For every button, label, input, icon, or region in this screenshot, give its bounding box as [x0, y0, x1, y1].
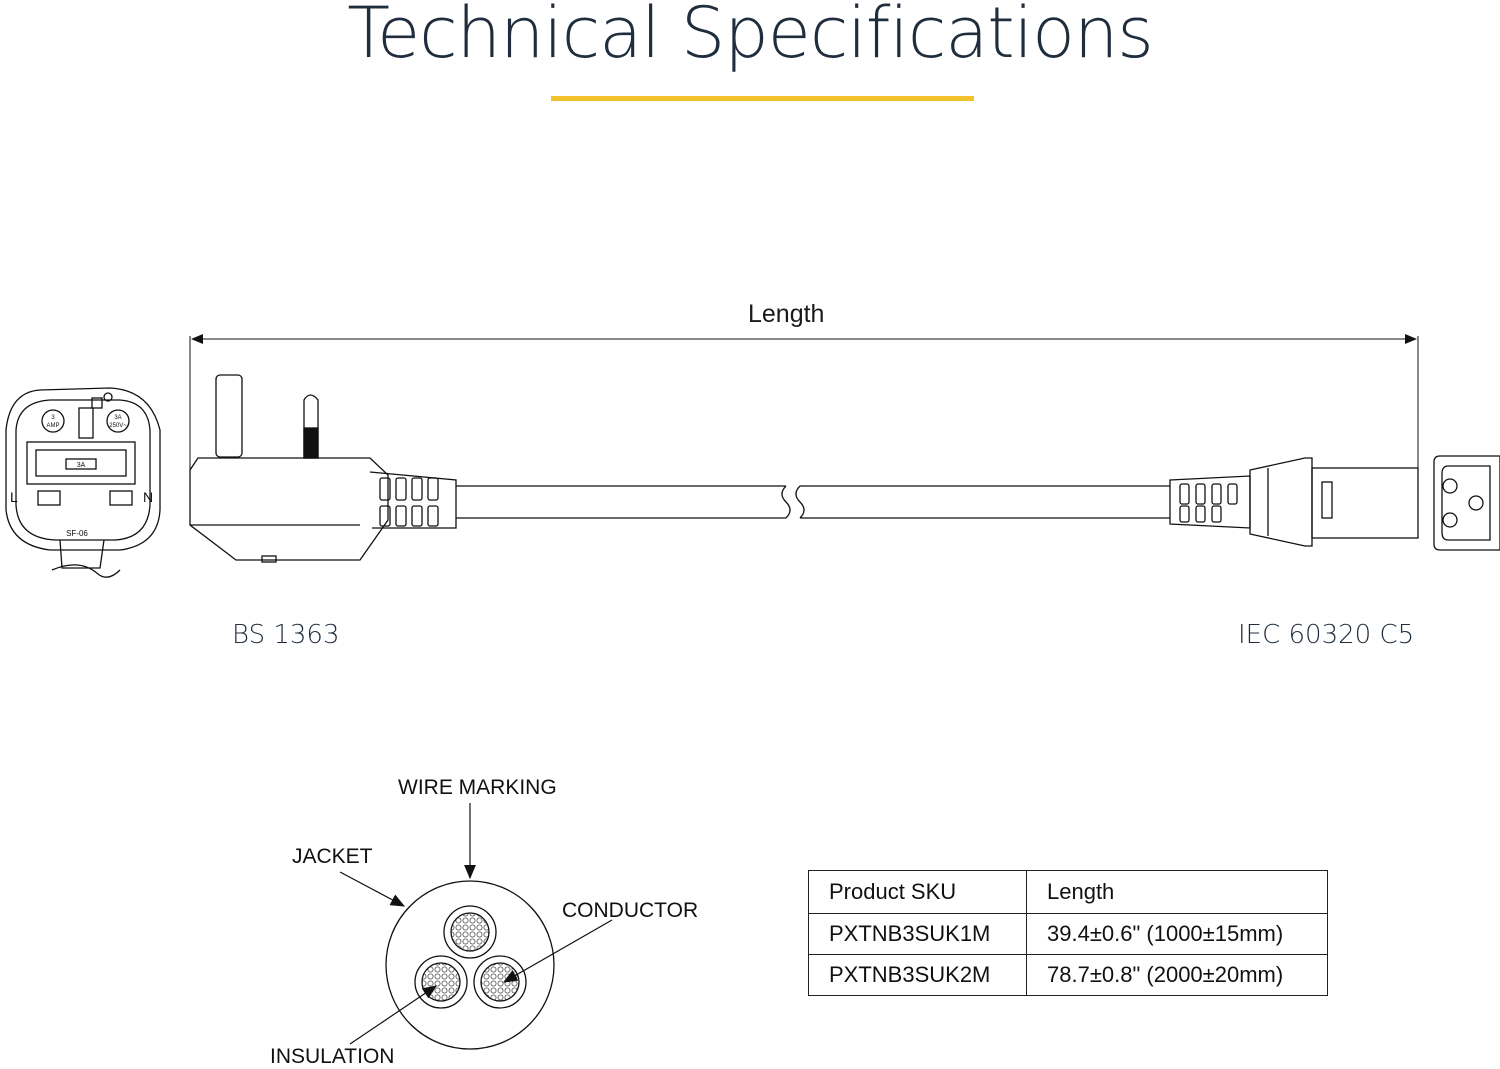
table-header-row: Product SKU Length [808, 870, 1328, 914]
fuse-rating-bottom: AMP [46, 423, 59, 429]
fuse-rating-top: 3 [51, 415, 55, 421]
table-cell-sku: PXTNB3SUK1M [808, 913, 1027, 955]
table-header-length: Length [1026, 870, 1328, 914]
c5-connector-side [1169, 457, 1419, 547]
page-title: Technical Specifications [347, 0, 1154, 74]
table-header-sku: Product SKU [808, 870, 1027, 914]
conductor-label: CONDUCTOR [562, 899, 699, 922]
table-cell-sku: PXTNB3SUK2M [808, 954, 1027, 996]
plug-face-view [5, 387, 161, 578]
left-connector-label: BS 1363 [232, 620, 340, 650]
table-cell-length: 39.4±0.6" (1000±15mm) [1026, 913, 1328, 955]
jacket-label: JACKET [292, 845, 373, 868]
plug-model-label: SF-06 [66, 529, 88, 538]
voltage-top: 3A [114, 415, 121, 421]
title-underline [551, 96, 974, 101]
table-row: PXTNB3SUK1M 39.4±0.6" (1000±15mm) [808, 913, 1328, 955]
live-pin-label: L [10, 489, 18, 505]
c5-connector-face [1433, 455, 1500, 551]
length-dimension-label: Length [748, 300, 825, 328]
neutral-pin-label: N [143, 489, 153, 505]
wire-marking-label: WIRE MARKING [398, 776, 557, 799]
table-cell-length: 78.7±0.8" (2000±20mm) [1026, 954, 1328, 996]
cable-cross-section [385, 880, 555, 1050]
insulation-label: INSULATION [270, 1045, 395, 1068]
right-connector-label: IEC 60320 C5 [1238, 620, 1415, 650]
fuse-label: 3A [77, 462, 86, 469]
table-row: PXTNB3SUK2M 78.7±0.8" (2000±20mm) [808, 954, 1328, 996]
voltage-bottom: 250V~ [109, 423, 127, 429]
bs1363-plug-side [189, 374, 457, 563]
sku-length-table: Product SKU Length PXTNB3SUK1M 39.4±0.6"… [808, 870, 1328, 996]
